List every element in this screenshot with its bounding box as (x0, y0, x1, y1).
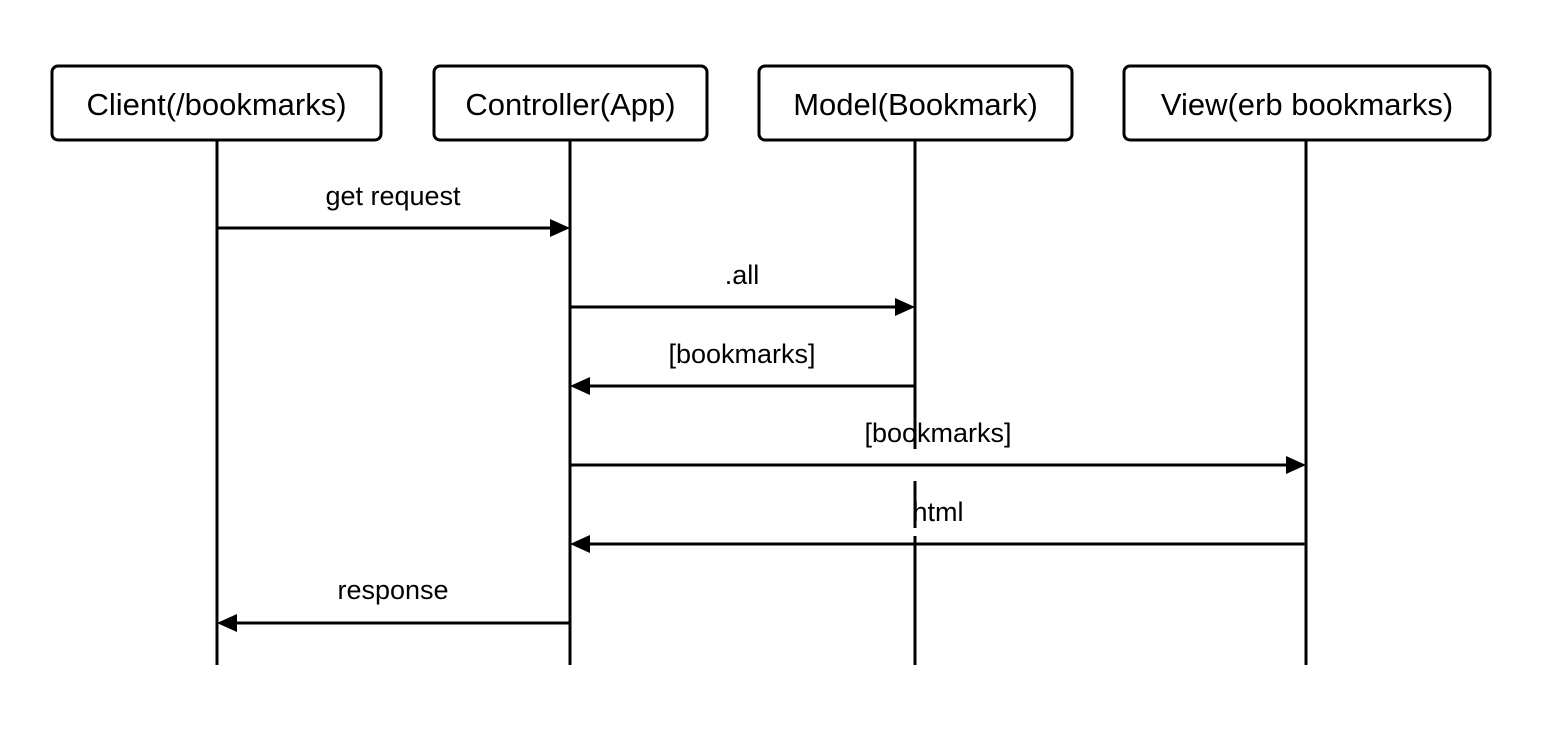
message-label: .all (725, 260, 760, 290)
participant-box (1122, 64, 1492, 142)
participant-view: View(erb bookmarks) (1122, 64, 1492, 142)
participant-box (50, 64, 383, 142)
arrowhead (570, 377, 590, 395)
arrowhead (570, 535, 590, 553)
participant-box (757, 64, 1074, 142)
message-label: response (337, 575, 448, 605)
participant-label: Controller(App) (465, 87, 675, 122)
message-get-request: get request (217, 181, 570, 237)
message-all: .all (570, 260, 915, 316)
message-label: [bookmarks] (668, 339, 815, 369)
participant-label: View(erb bookmarks) (1161, 87, 1453, 122)
message-bookmarks-return: [bookmarks] (570, 339, 915, 395)
participant-controller: Controller(App) (432, 64, 709, 142)
message-label: [bookmarks] (864, 418, 1011, 448)
label-background (908, 528, 922, 536)
arrowhead (550, 219, 570, 237)
participant-box (432, 64, 709, 142)
participant-label: Client(/bookmarks) (86, 87, 346, 122)
message-label: get request (325, 181, 461, 211)
participant-model: Model(Bookmark) (757, 64, 1074, 142)
message-label: html (912, 497, 963, 527)
participant-label: Model(Bookmark) (793, 87, 1038, 122)
arrowhead (895, 298, 915, 316)
message-response: response (217, 575, 570, 632)
arrowhead (217, 614, 237, 632)
message-bookmarks-to-view: [bookmarks] (570, 418, 1306, 481)
participant-client: Client(/bookmarks) (50, 64, 383, 142)
message-html: html (570, 497, 1306, 553)
arrowhead (1286, 456, 1306, 474)
